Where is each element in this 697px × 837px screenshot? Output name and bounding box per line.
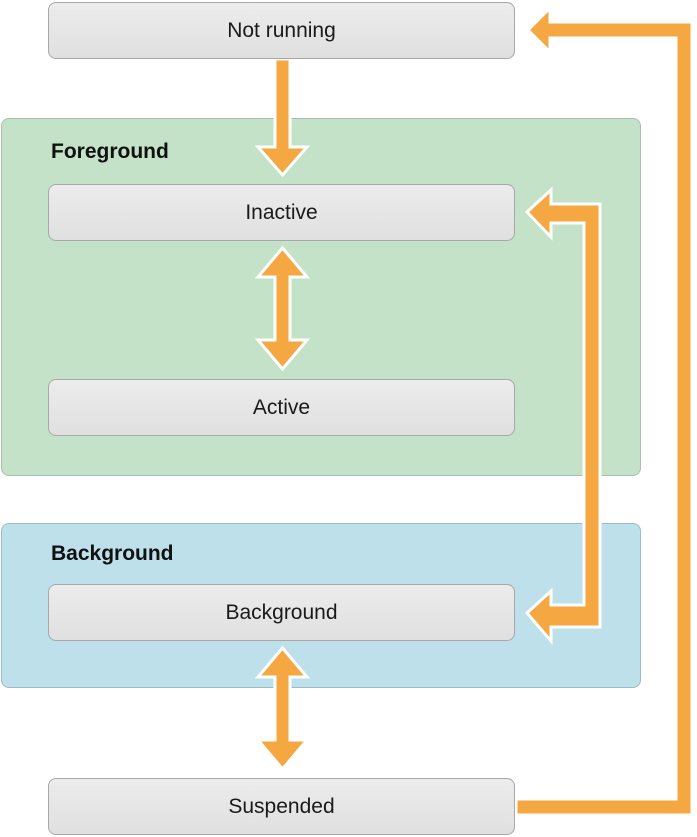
- arrow-not-running-to-inactive: [254, 57, 311, 178]
- foreground-group-title: Foreground: [51, 140, 169, 163]
- arrow-background-suspended: [254, 645, 311, 772]
- state-active: Active: [48, 379, 515, 436]
- background-group-title: Background: [51, 542, 174, 565]
- state-not-running: Not running: [48, 2, 515, 59]
- state-inactive: Inactive: [48, 184, 515, 241]
- state-suspended: Suspended: [48, 778, 515, 835]
- arrow-background-inactive: [524, 186, 602, 646]
- state-background: Background: [48, 584, 515, 641]
- arrow-suspended-to-not-running: [514, 4, 694, 817]
- arrow-inactive-active: [254, 245, 311, 372]
